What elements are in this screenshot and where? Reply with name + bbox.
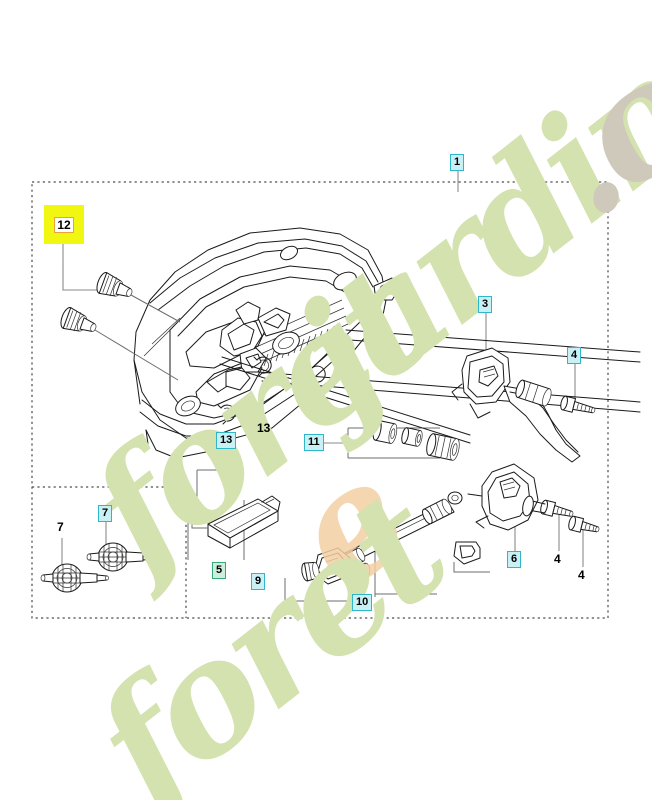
part-bar-plate xyxy=(191,492,281,549)
callout-3[interactable]: 3 xyxy=(478,296,493,313)
part-tensioner-knob-right xyxy=(86,542,155,572)
callout-4-lower: 4 xyxy=(578,568,585,582)
callout-9[interactable]: 9 xyxy=(251,573,266,590)
callout-1[interactable]: 1 xyxy=(450,154,465,171)
callout-4-mid: 4 xyxy=(554,552,561,566)
part-clutch-cover-body xyxy=(133,227,401,459)
callout-6[interactable]: 6 xyxy=(507,551,522,568)
callout-10[interactable]: 10 xyxy=(352,594,373,611)
callout-7-plain: 7 xyxy=(57,520,64,534)
part-tensioner-knob-left xyxy=(40,563,109,593)
callout-7-boxed[interactable]: 7 xyxy=(98,505,113,522)
highlight-marker-12[interactable]: 12 xyxy=(44,205,84,244)
part-tensioner-rod xyxy=(301,491,463,585)
part-brake-lever-assembly xyxy=(451,347,581,463)
part-screw-mid xyxy=(540,499,574,517)
part-screw-lower xyxy=(568,515,600,533)
callout-13-boxed[interactable]: 13 xyxy=(216,432,237,449)
part-bracket xyxy=(467,463,546,531)
callout-13-plain: 13 xyxy=(257,421,271,435)
callout-4-upper[interactable]: 4 xyxy=(567,347,582,364)
part-bushings xyxy=(219,329,641,461)
group-boundaries xyxy=(31,181,609,619)
highlight-marker-label: 12 xyxy=(54,216,74,233)
part-small-fitting xyxy=(453,541,490,573)
part-studs xyxy=(60,272,181,381)
part-screw-upper xyxy=(560,395,596,414)
callout-11[interactable]: 11 xyxy=(304,434,324,451)
callout-5[interactable]: 5 xyxy=(212,562,227,579)
